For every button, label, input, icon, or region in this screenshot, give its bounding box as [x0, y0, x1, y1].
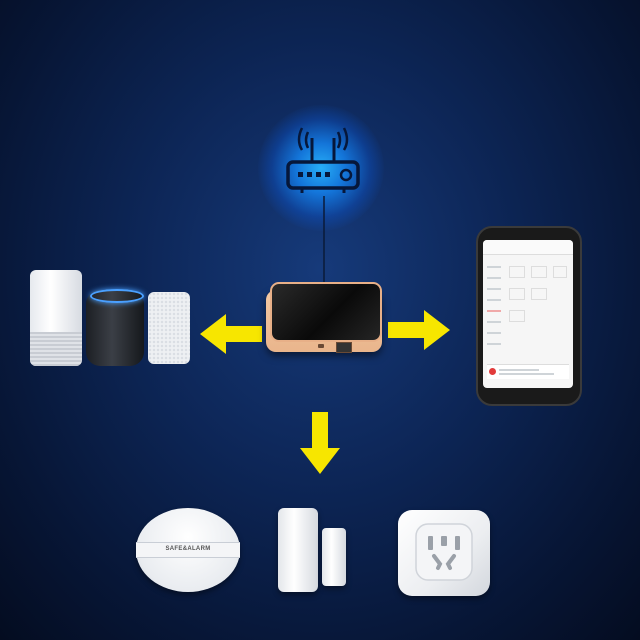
- alarm-brand-label: SAFE&ALARM: [165, 546, 211, 552]
- gateway-top-panel: [270, 282, 382, 342]
- app-screen: [483, 240, 573, 388]
- router-glow: [258, 105, 384, 231]
- wifi-router-icon: [286, 127, 360, 193]
- smart-speaker-icon: [148, 292, 190, 364]
- arrow-down: [300, 412, 340, 474]
- arrow-right: [388, 310, 450, 350]
- app-notice-bar: [487, 364, 569, 379]
- arrow-left: [200, 314, 262, 354]
- usb-port: [318, 344, 324, 348]
- ethernet-port: [336, 342, 352, 353]
- socket-face-icon: [415, 523, 473, 581]
- alarm-band: [136, 542, 240, 558]
- app-header: [483, 240, 573, 255]
- app-sidebar: [487, 266, 501, 345]
- speaker-grille: [30, 332, 82, 366]
- app-grid: [507, 264, 567, 334]
- door-sensor-icon: [278, 508, 318, 592]
- speaker-light-ring: [90, 289, 144, 303]
- door-sensor-magnet-icon: [322, 528, 346, 586]
